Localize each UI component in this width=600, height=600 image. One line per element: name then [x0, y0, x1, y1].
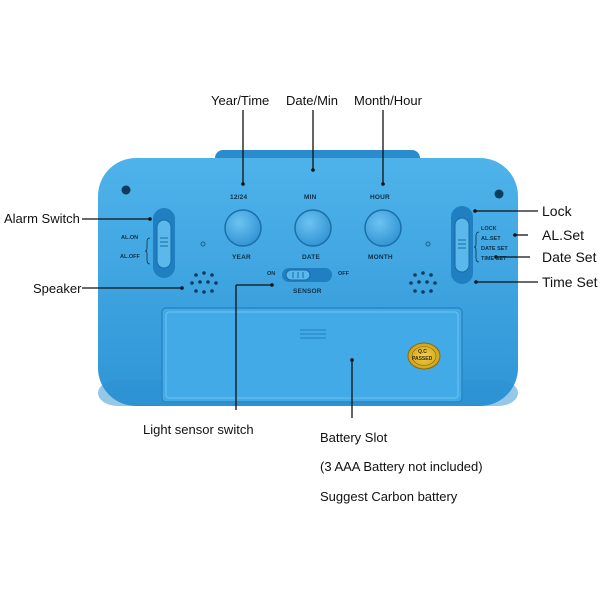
mode-al-set-label: AL.SET [481, 236, 501, 242]
battery-suggest: Suggest Carbon battery [320, 489, 458, 504]
btn2-top-label: MIN [304, 194, 317, 201]
callout-al-set: AL.Set [542, 227, 585, 243]
btn2-bottom-label: DATE [302, 254, 321, 261]
button-year-time[interactable] [224, 209, 262, 247]
callout-year-time: Year/Time [211, 93, 270, 108]
btn1-top-label: 12/24 [230, 194, 248, 201]
seal-line2: PASSED [412, 356, 433, 362]
sensor-off-label: OFF [338, 271, 349, 277]
callout-alarm-switch: Alarm Switch [4, 211, 80, 226]
sensor-label: SENSOR [293, 288, 322, 295]
speaker-grille-left [190, 271, 218, 294]
seal-line1: Q.C [418, 349, 427, 355]
mode-lock-label: LOCK [481, 226, 497, 232]
indicator-dot-left [200, 241, 206, 247]
btn3-top-label: HOUR [370, 194, 390, 201]
button-month-hour[interactable] [364, 209, 402, 247]
sensor-on-label: ON [267, 271, 276, 277]
mode-time-set-label: TIME SET [481, 256, 507, 262]
callout-lock: Lock [542, 203, 572, 219]
leader-lines [82, 110, 538, 418]
leader-dots [148, 168, 517, 362]
mode-bracket [473, 231, 480, 263]
callout-date-min: Date/Min [286, 93, 339, 108]
battery-note: (3 AAA Battery not included) [320, 459, 483, 474]
callout-light-sensor-switch: Light sensor switch [143, 422, 254, 437]
al-off-label: AL.OFF [120, 254, 140, 260]
qc-passed-seal [407, 342, 441, 370]
callout-time-set: Time Set [542, 274, 598, 290]
battery-cover[interactable] [161, 307, 463, 403]
callout-date-set: Date Set [542, 249, 597, 265]
screw-hole-left [121, 185, 131, 195]
al-on-label: AL.ON [121, 235, 139, 241]
btn3-bottom-label: MONTH [368, 254, 393, 261]
al-bracket [144, 237, 151, 265]
callout-speaker: Speaker [33, 281, 82, 296]
callout-battery-slot: Battery Slot [320, 430, 388, 445]
button-date-min[interactable] [294, 209, 332, 247]
btn1-bottom-label: YEAR [232, 254, 251, 261]
screw-hole-right [494, 189, 504, 199]
alarm-switch[interactable] [153, 208, 175, 278]
mode-date-set-label: DATE SET [481, 246, 508, 252]
indicator-dot-right [425, 241, 431, 247]
speaker-grille-right [409, 271, 437, 294]
light-sensor-switch[interactable] [282, 268, 332, 282]
mode-switch[interactable] [451, 206, 473, 284]
callout-month-hour: Month/Hour [354, 93, 422, 108]
